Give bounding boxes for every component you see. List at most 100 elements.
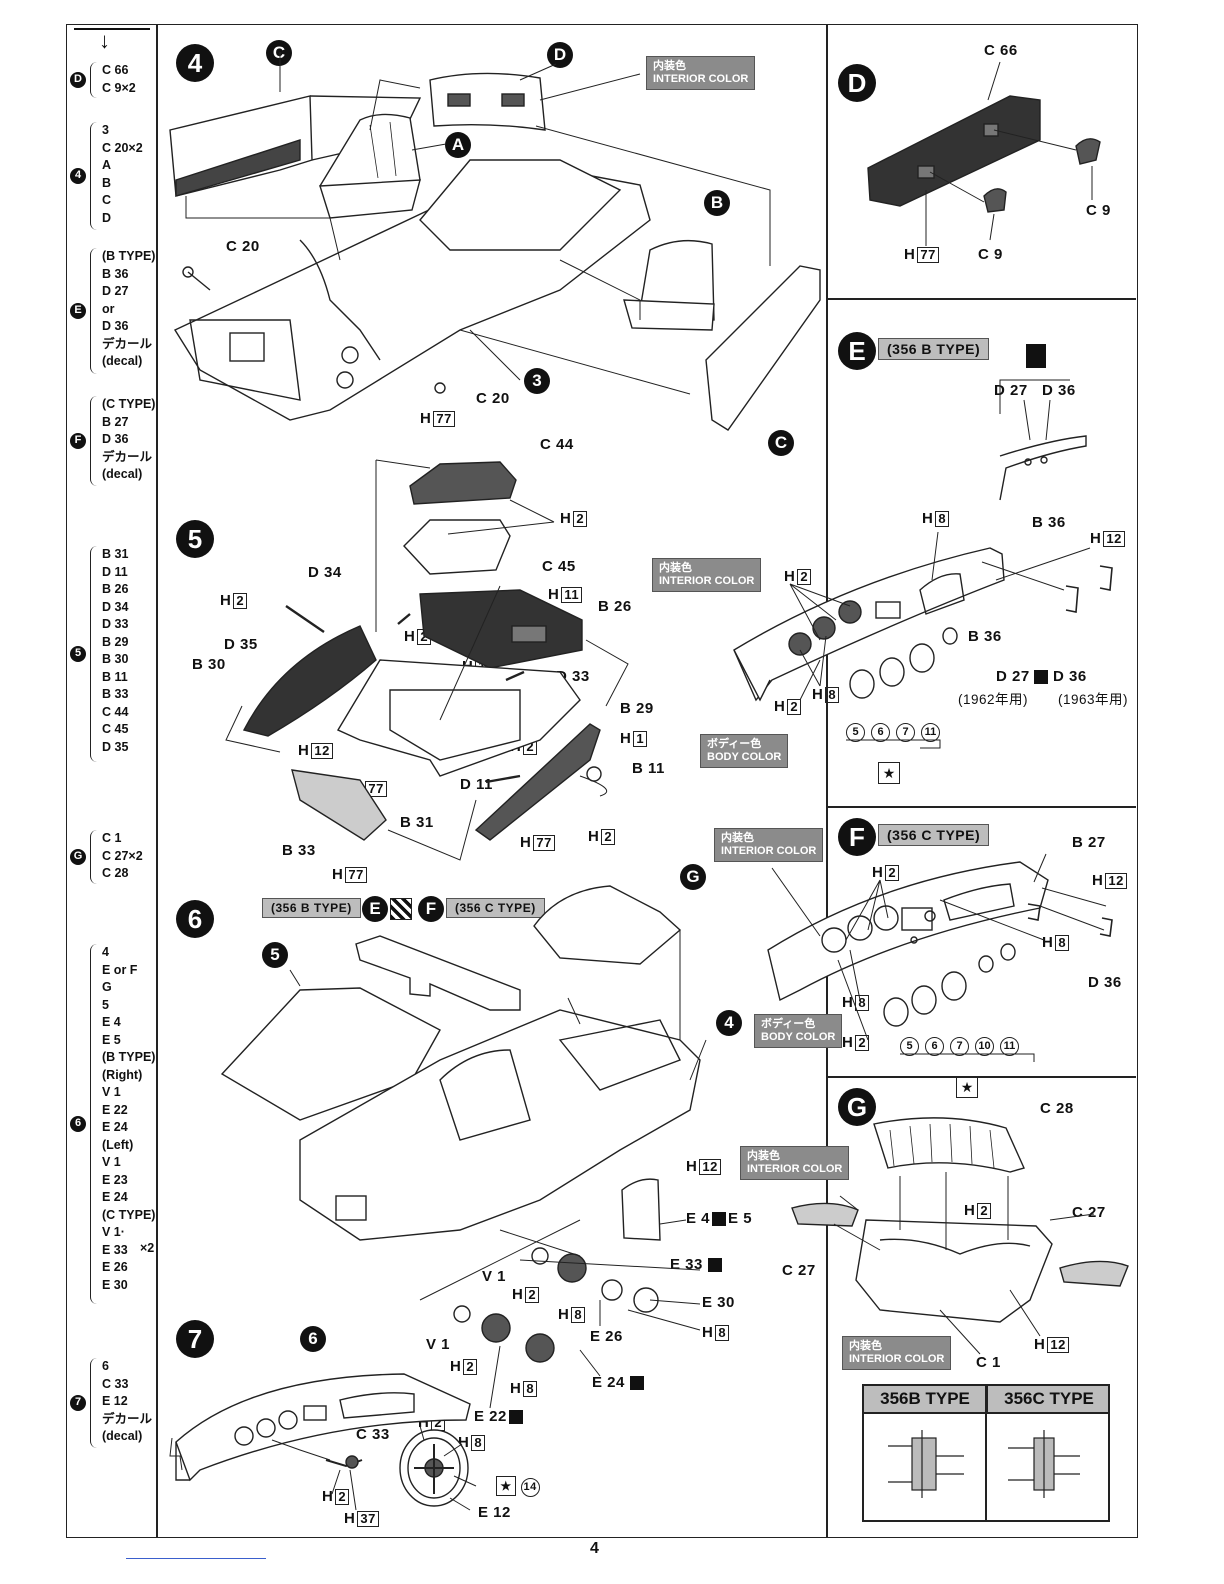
table-header-356c: 356C TYPE xyxy=(986,1386,1110,1412)
h-box: 77 xyxy=(433,411,455,427)
sidebar-item: V 1 xyxy=(102,1155,121,1169)
label-d36-f: D 36 xyxy=(1088,974,1122,991)
label-c28: C 28 xyxy=(1040,1100,1074,1117)
sidebar-multiplier: ×2 xyxy=(140,1241,155,1255)
sidebar-item: B 33 xyxy=(102,687,129,701)
h-box: 12 xyxy=(1047,1337,1069,1353)
label-b36: B 36 xyxy=(968,628,1002,645)
sidebar-item: C xyxy=(102,193,112,207)
label-e12: E 12 xyxy=(478,1504,511,1521)
gauge-decal-number: 11 xyxy=(1000,1036,1019,1056)
right-column-divider xyxy=(826,24,828,1537)
table-header-356b: 356B TYPE xyxy=(880,1389,970,1408)
h-prefix: H xyxy=(420,410,432,427)
sidebar-item: デカール xyxy=(102,449,153,464)
label-d35: D 35 xyxy=(224,636,258,653)
label-c20-a: C 20 xyxy=(226,238,260,255)
sidebar-brace xyxy=(90,546,97,762)
sidebar-item: C 9×2 xyxy=(102,80,136,95)
sidebar-step-number: 6 xyxy=(70,1116,86,1132)
tag-en: INTERIOR COLOR xyxy=(659,575,755,587)
tag-jp: 内装色 xyxy=(659,562,692,574)
table-divider xyxy=(985,1386,987,1520)
sidebar-item: C 20×2 xyxy=(102,140,143,155)
interior-color-tag-e: 内装色 INTERIOR COLOR xyxy=(652,558,762,592)
sidebar-item: C 28 xyxy=(102,866,129,880)
callout-d: D xyxy=(547,42,573,68)
sidebar-item: V 1· xyxy=(102,1225,125,1239)
sidebar-item: (B TYPE) xyxy=(102,1050,156,1064)
sidebar-item: G xyxy=(102,980,112,994)
callout-3: 3 xyxy=(524,368,550,394)
label-d36-top: D 36 xyxy=(1042,382,1076,399)
sidebar-item: デカール xyxy=(102,336,153,351)
sidebar-item: or xyxy=(102,301,115,316)
h-box: 2 xyxy=(977,1203,992,1219)
e22-text: E 22 xyxy=(474,1408,507,1425)
sidebar-item: D 36 xyxy=(102,319,129,333)
sidebar-brace xyxy=(90,1358,97,1448)
sidebar-item: B 27 xyxy=(102,414,129,429)
gauge-decal-number: 5 xyxy=(900,1036,919,1056)
sidebar-item: (C TYPE) xyxy=(102,397,156,411)
h-box: 12 xyxy=(1103,531,1125,547)
label-d27-bot: D 27 D 36 xyxy=(996,668,1087,685)
label-v1-b: V 1 xyxy=(426,1336,451,1353)
label-b33: B 33 xyxy=(282,842,316,859)
footer-rule xyxy=(126,1558,266,1559)
e24-text: E 24 xyxy=(592,1374,625,1391)
sidebar-item: C 44 xyxy=(102,704,129,719)
sidebar-item: C 45 xyxy=(102,722,129,736)
label-c9-a: C 9 xyxy=(1086,202,1111,219)
h-box: 77 xyxy=(533,835,555,851)
sidebar-item: D 34 xyxy=(102,599,129,614)
label-c33: C 33 xyxy=(356,1426,390,1443)
step-f-number: F xyxy=(838,818,876,856)
sidebar-item: B 30 xyxy=(102,652,129,666)
sidebar-item: (B TYPE) xyxy=(102,249,156,263)
divider-f-g xyxy=(826,1076,1136,1078)
sidebar-item: E 12 xyxy=(102,1394,128,1408)
sidebar-item: E or F xyxy=(102,962,138,977)
sidebar-brace xyxy=(90,122,97,230)
gauge-decal-number: 6 xyxy=(871,722,890,742)
sidebar-item: D 36 xyxy=(102,432,129,446)
h-box: 2 xyxy=(335,1489,350,1505)
sidebar-item: B 11 xyxy=(102,669,128,684)
step-7-number: 7 xyxy=(176,1320,214,1358)
label-e24: E 24 xyxy=(592,1374,644,1391)
label-b31: B 31 xyxy=(400,814,434,831)
h-box: 12 xyxy=(1105,873,1127,889)
sidebar-item: E 5 xyxy=(102,1032,121,1047)
label-1963: (1963年用) xyxy=(1058,692,1129,707)
chequer-icon-6 xyxy=(390,898,412,920)
star-decal-icon-e: ★ xyxy=(878,762,900,784)
h-box: 2 xyxy=(787,699,802,715)
decal-icon-e xyxy=(1026,344,1046,368)
label-b30: B 30 xyxy=(192,656,226,673)
e4-text: E 4 xyxy=(686,1210,711,1227)
sidebar-item: E 22 xyxy=(102,1102,128,1117)
h-box: 2 xyxy=(463,1359,478,1375)
divider-e-f xyxy=(826,806,1136,808)
sidebar-item: D 27 xyxy=(102,284,129,298)
decal-number: 14 xyxy=(520,1477,540,1497)
gauge-decal-number: 7 xyxy=(950,1036,969,1056)
parts-sidebar: ↓ xyxy=(66,24,156,1536)
